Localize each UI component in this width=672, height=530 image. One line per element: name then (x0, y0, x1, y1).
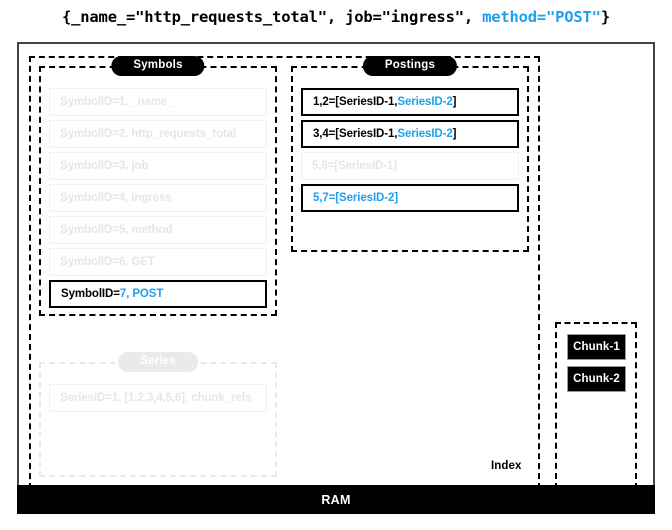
posting-row-highlight: SeriesID-2 (397, 128, 453, 140)
series-region: Series (39, 352, 277, 477)
posting-row[interactable]: 5,6=[SeriesID-1] (301, 152, 519, 180)
symbol-row[interactable]: SymbolID=2, http_requests_total (49, 120, 267, 148)
chunk-block[interactable]: Chunk-2 (567, 366, 626, 392)
symbol-row-prefix: SymbolID= (61, 288, 120, 300)
postings-region: Postings (291, 56, 529, 252)
symbol-row[interactable]: SymbolID=3, job (49, 152, 267, 180)
posting-row[interactable]: 3,4=[SeriesID-1,SeriesID-2] (301, 120, 519, 148)
chunk-block[interactable]: Chunk-1 (567, 334, 626, 360)
symbols-pill: Symbols (111, 56, 205, 76)
symbols-region: Symbols (39, 56, 277, 316)
posting-row-highlight: 5,7=[SeriesID-2] (313, 192, 399, 204)
posting-row[interactable]: 5,7=[SeriesID-2] (301, 184, 519, 212)
posting-row-suffix: ] (452, 96, 457, 108)
index-label: Index (491, 460, 522, 472)
posting-row[interactable]: 1,2=[SeriesID-1,SeriesID-2] (301, 88, 519, 116)
symbol-row[interactable]: SymbolID=1, _name_ (49, 88, 267, 116)
ram-bar: RAM (17, 485, 655, 514)
symbol-row-selected[interactable]: SymbolID=7, POST (49, 280, 267, 308)
posting-row-prefix: 3,4=[SeriesID-1, (313, 128, 398, 140)
posting-row-suffix: ] (452, 128, 457, 140)
query-title-highlight: method="POST" (482, 8, 601, 26)
series-pill: Series (118, 352, 198, 372)
query-title-suffix: } (600, 8, 610, 26)
ram-frame: Symbols SymbolID=1, _name_ SymbolID=2, h… (17, 42, 655, 514)
postings-pill: Postings (362, 56, 458, 76)
symbol-row[interactable]: SymbolID=4, ingress (49, 184, 267, 212)
symbol-row-highlight: 7, POST (119, 288, 164, 300)
series-row[interactable]: SeriesID=1, [1,2,3,4,5,6], chunk_refs (49, 384, 267, 412)
symbol-row[interactable]: SymbolID=5, method (49, 216, 267, 244)
query-title-prefix: {_name_="http_requests_total", job="ingr… (62, 8, 483, 26)
query-title: {_name_="http_requests_total", job="ingr… (0, 8, 672, 26)
posting-row-prefix: 1,2=[SeriesID-1, (313, 96, 398, 108)
symbol-row[interactable]: SymbolID=6, GET (49, 248, 267, 276)
posting-row-highlight: SeriesID-2 (397, 96, 453, 108)
